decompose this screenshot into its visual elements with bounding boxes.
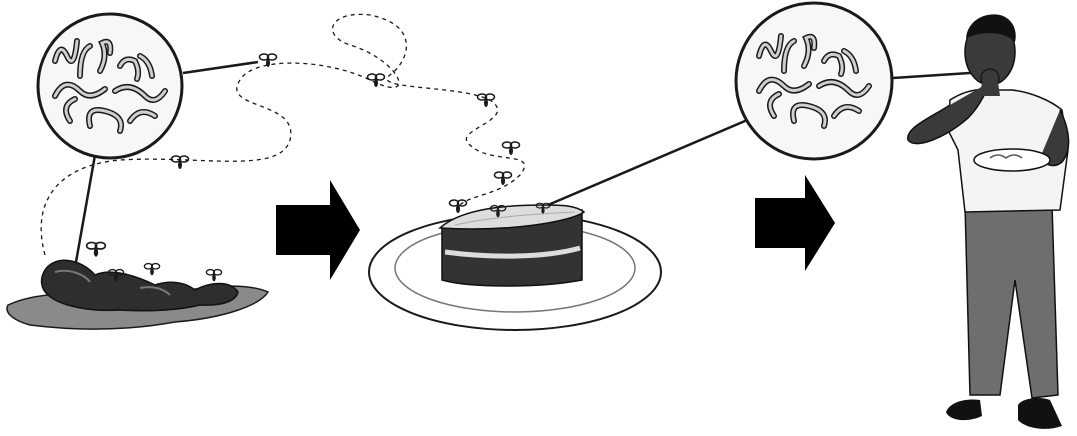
fly-icon (493, 171, 513, 186)
fly-icon (143, 262, 161, 276)
worm-magnifier-icon (734, 1, 894, 161)
magnifier-pointer (182, 60, 259, 75)
fly-flight-path (40, 13, 526, 256)
magnifier-pointer (74, 154, 97, 263)
worm-magnifier-icon (36, 12, 184, 160)
person-icon (907, 14, 1070, 429)
magnifier-pointer (547, 116, 753, 207)
fly-icon (476, 93, 496, 108)
cake-icon (368, 204, 662, 331)
feces-icon (6, 259, 270, 330)
fly-icon (205, 268, 223, 282)
fly-icon (258, 53, 278, 68)
magnifier-pointer (892, 70, 986, 80)
arrow-right-icon (276, 180, 360, 280)
fly-icon (501, 141, 521, 156)
fly-icon (448, 199, 468, 214)
fly-icon (170, 155, 190, 170)
arrow-right-icon (755, 175, 835, 271)
fly-icon (85, 241, 107, 258)
